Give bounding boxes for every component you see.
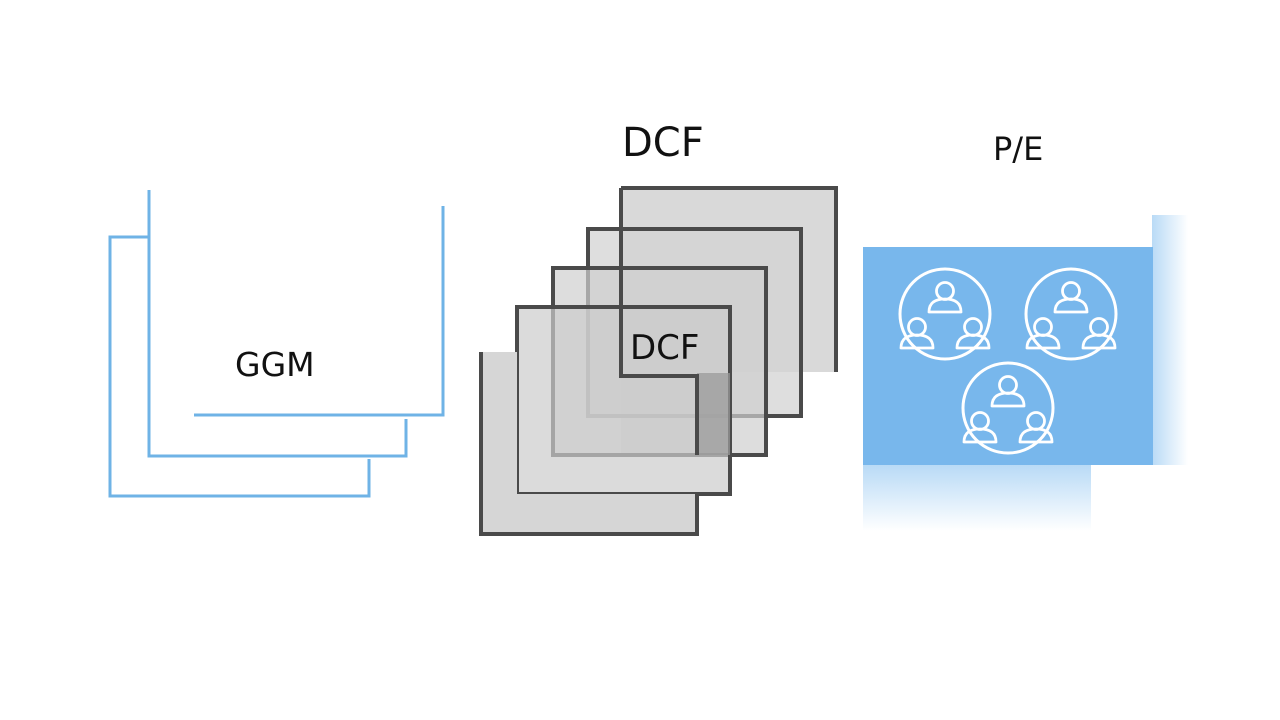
ggm-layer-front: [108, 235, 371, 498]
dcf-inner-label: DCF: [630, 328, 700, 368]
dcf-overlap-shade: [697, 373, 730, 455]
pe-panel: [863, 247, 1153, 465]
dcf-diagram: [479, 186, 838, 536]
ggm-layer-middle: [147, 190, 408, 458]
ggm-diagram: [108, 190, 445, 498]
ggm-label: GGM: [235, 345, 315, 384]
dcf-layer-5: [481, 352, 697, 534]
dcf-title: DCF: [622, 120, 704, 166]
ggm-layer-back: [194, 206, 445, 417]
pe-glow-bottom: [863, 465, 1091, 531]
pe-glow-right: [1152, 215, 1188, 465]
pe-diagram: [863, 215, 1188, 531]
pe-title: P/E: [993, 130, 1044, 168]
